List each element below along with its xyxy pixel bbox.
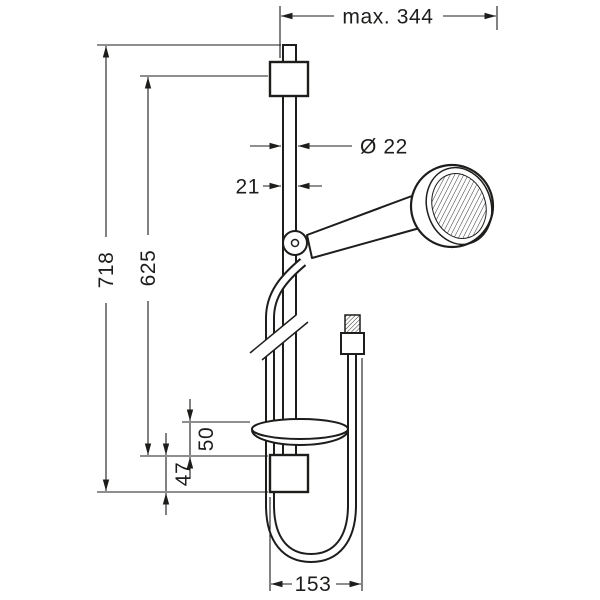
spray-face-ring: [425, 166, 493, 246]
wall-bracket-bottom: [268, 453, 310, 494]
dimension-label-max-width: max. 344: [342, 6, 433, 29]
dimension-lines: [97, 6, 498, 591]
connector-body: [340, 332, 365, 355]
soap-dish: [251, 418, 349, 446]
hand-shower-handle: [306, 192, 428, 259]
product-outline: [249, 44, 495, 564]
dimension-label-soap-dish-offset: 50: [195, 427, 218, 452]
shower-hose-inner: [267, 259, 355, 562]
dimension-label-bracket-height: 47: [172, 462, 195, 487]
hose-break-marks: [249, 314, 309, 361]
dimension-label-hose-outlet-distance: 153: [295, 573, 332, 596]
shower-holder: [282, 230, 308, 256]
holder-pivot: [290, 238, 300, 248]
dimension-label-overall-height: 718: [95, 252, 118, 289]
connector-knurl: [344, 314, 361, 334]
dimension-label-bar-diameter: Ø 22: [360, 136, 408, 159]
hose-connector-nut: [340, 314, 365, 355]
wall-bracket-top: [268, 60, 310, 98]
dimension-label-bar-length: 625: [137, 250, 160, 287]
dimension-label-bar-width: 21: [235, 176, 260, 199]
spray-face: [431, 173, 487, 239]
dimension-labels: max. 344 Ø 22 21 718 625 50 47 153: [95, 6, 433, 597]
